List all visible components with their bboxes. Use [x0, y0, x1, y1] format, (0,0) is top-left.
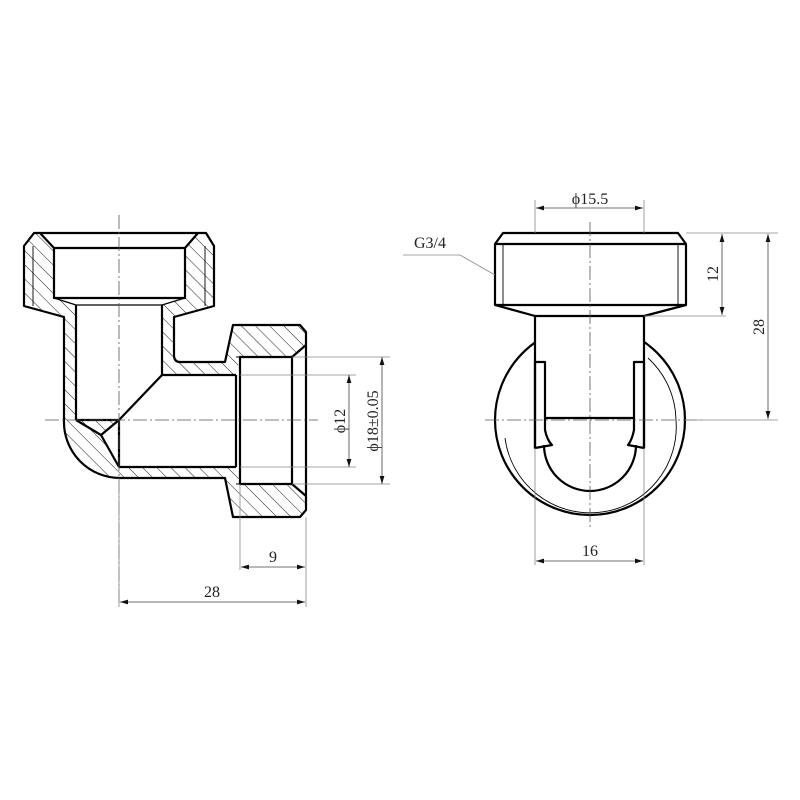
side-extension-lines — [534, 200, 778, 565]
dim-16: 16 — [582, 543, 598, 560]
dim-phi18: ϕ18±0.05 — [365, 390, 382, 451]
slot-tab-left — [533, 360, 554, 450]
section-view: ϕ12 ϕ18±0.05 9 28 — [22, 215, 390, 607]
thread-leader-line — [403, 254, 496, 276]
dim-phi12: ϕ12 — [332, 409, 349, 433]
side-view: ϕ15.5 G3/4 12 28 16 — [403, 191, 778, 565]
thread-spec-g3-4: G3/4 — [414, 235, 446, 252]
hex-lines — [495, 242, 686, 307]
hex-nut — [493, 231, 688, 318]
dim-12: 12 — [705, 266, 722, 282]
dim-28-left: 28 — [204, 584, 220, 601]
dim-9: 9 — [269, 549, 277, 566]
slot-tab-right — [626, 360, 646, 450]
hex-chamfer — [502, 244, 679, 305]
thread-arc — [504, 357, 677, 514]
dim-phi15-5: ϕ15.5 — [572, 191, 608, 208]
neck-mask — [535, 316, 644, 418]
dim-28-right: 28 — [751, 319, 768, 335]
extension-lines — [118, 356, 390, 607]
